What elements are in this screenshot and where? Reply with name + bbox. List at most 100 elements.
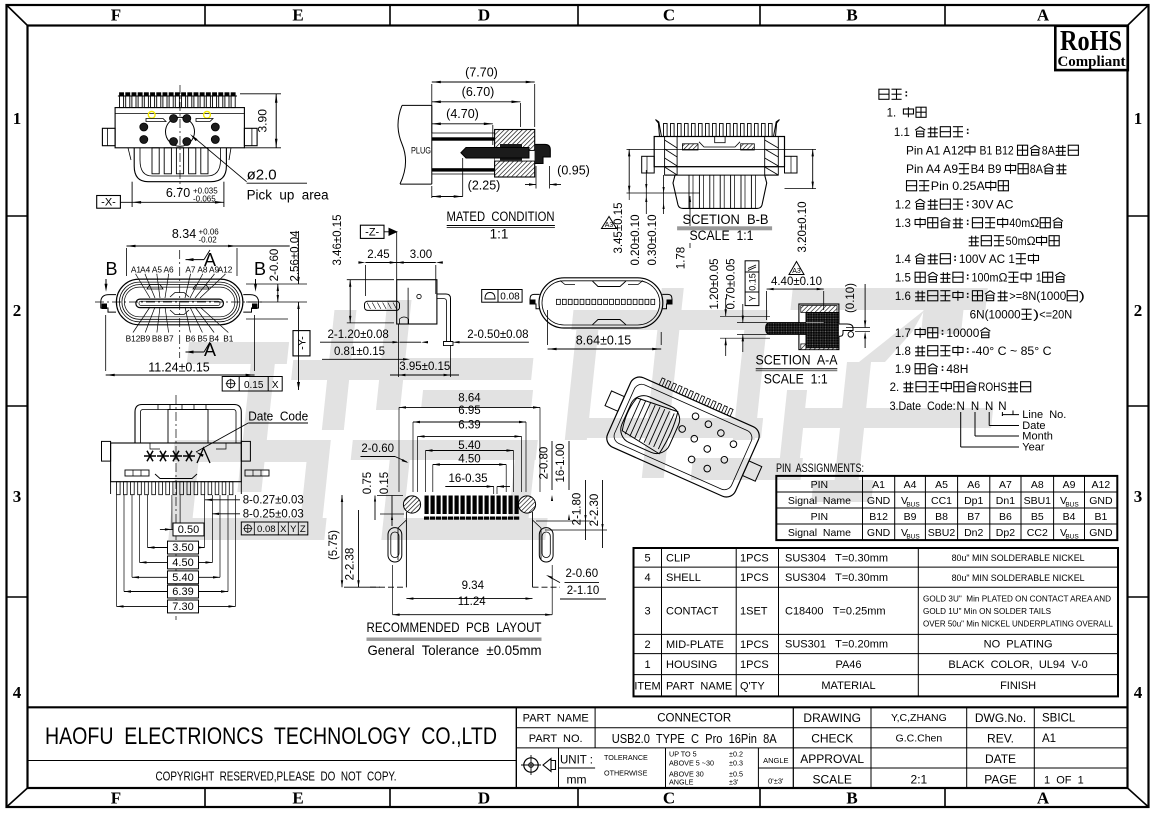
svg-text:(10000: (10000	[985, 310, 1021, 322]
svg-text:CONNECTOR: CONNECTOR	[657, 713, 731, 725]
svg-text:100m: 100m	[972, 273, 999, 285]
svg-text:(6.70): (6.70)	[462, 85, 495, 99]
svg-text:3.45±0.15: 3.45±0.15	[613, 202, 625, 253]
svg-text:A6: A6	[967, 479, 980, 491]
svg-text:(7.70): (7.70)	[465, 66, 498, 80]
svg-text:E: E	[292, 6, 303, 25]
svg-text:+0.035: +0.035	[193, 187, 218, 196]
svg-text:USB2.0 TYPE C Pro 16Pin 8: USB2.0 TYPE C Pro 16Pin 8A	[612, 731, 777, 746]
svg-text:B4 B9: B4 B9	[971, 162, 1005, 176]
svg-text:1PCS: 1PCS	[740, 639, 769, 651]
svg-text:3.20±0.10: 3.20±0.10	[797, 201, 809, 252]
svg-text:GND: GND	[1089, 495, 1113, 507]
svg-text:A3: A3	[792, 268, 801, 275]
svg-text:Pin A4 A9: Pin A4 A9	[906, 162, 958, 176]
svg-text:ROHS: ROHS	[978, 382, 1007, 394]
svg-text:80u" MIN SOLDERABLE NICKEL: 80u" MIN SOLDERABLE NICKEL	[952, 553, 1085, 563]
svg-text:B: B	[846, 6, 857, 25]
svg-text:A8: A8	[197, 265, 208, 275]
svg-text:BUS: BUS	[1065, 501, 1079, 508]
svg-text:): )	[1033, 310, 1039, 322]
svg-text:2: 2	[1134, 301, 1143, 320]
svg-text:0.70±0.05: 0.70±0.05	[726, 258, 738, 309]
svg-text:-Y-: -Y-	[297, 336, 309, 350]
svg-text:X: X	[272, 380, 279, 391]
svg-text:HAOFU ELECTRIONCS TECHNOLOGY: HAOFU ELECTRIONCS TECHNOLOGY CO.,LTD	[45, 723, 497, 750]
svg-text:PAGE: PAGE	[984, 773, 1016, 787]
svg-text:SCALE 1:1: SCALE 1:1	[764, 372, 828, 387]
svg-text:RECOMMENDED PCB LAYOUT: RECOMMENDED PCB LAYOUT	[367, 619, 542, 635]
svg-text:1SET: 1SET	[740, 606, 768, 618]
svg-text:TOLERANCE: TOLERANCE	[604, 753, 648, 762]
svg-text:PLUG: PLUG	[411, 146, 431, 157]
svg-text:-Z-: -Z-	[365, 226, 379, 238]
svg-text:Ω: Ω	[999, 273, 1008, 285]
svg-text:1: 1	[644, 659, 650, 671]
svg-text:±0.3: ±0.3	[729, 759, 743, 768]
svg-text:5: 5	[644, 552, 650, 564]
svg-text:4: 4	[13, 683, 22, 702]
svg-text:(2.25): (2.25)	[468, 179, 501, 193]
svg-text:A: A	[1037, 789, 1050, 808]
svg-text:MATED CONDITION: MATED CONDITION	[447, 209, 555, 224]
svg-text:3: 3	[13, 487, 22, 506]
svg-text:0.08: 0.08	[500, 292, 520, 303]
svg-text:GOLD 1U" Min ON SOLDER TAILS: GOLD 1U" Min ON SOLDER TAILS	[923, 606, 1051, 616]
svg-text:B5: B5	[197, 333, 208, 343]
svg-text:0'±3': 0'±3'	[768, 777, 784, 786]
svg-text:8A: 8A	[1042, 144, 1055, 158]
svg-text:Z: Z	[300, 524, 306, 535]
svg-text:0.75: 0.75	[362, 472, 374, 494]
svg-text:0.81±0.15: 0.81±0.15	[334, 346, 385, 358]
svg-text:BUS: BUS	[1065, 533, 1079, 540]
svg-text:ANGLE: ANGLE	[669, 778, 694, 787]
svg-text:REV.: REV.	[987, 732, 1014, 746]
svg-text:Q'TY: Q'TY	[740, 680, 765, 692]
svg-text:DATE: DATE	[985, 752, 1016, 766]
svg-text:0.20±0.10: 0.20±0.10	[630, 214, 642, 265]
svg-text:11.24: 11.24	[458, 596, 487, 608]
svg-text:(0.95): (0.95)	[557, 164, 590, 178]
svg-text:A9: A9	[209, 265, 220, 275]
svg-text:APPROVAL: APPROVAL	[800, 752, 864, 766]
svg-text:mm: mm	[567, 773, 587, 787]
svg-text:GND: GND	[867, 495, 891, 507]
svg-text:3.00: 3.00	[410, 249, 432, 261]
svg-text:4: 4	[644, 572, 650, 584]
svg-text:N: N	[971, 401, 979, 413]
svg-text:Dp1: Dp1	[964, 495, 983, 507]
svg-text:D: D	[478, 6, 490, 25]
svg-text:F: F	[111, 6, 121, 25]
svg-text:1PCS: 1PCS	[740, 552, 769, 564]
svg-text:NO PLATING: NO PLATING	[984, 639, 1053, 651]
svg-text:G.C.Chen: G.C.Chen	[896, 733, 943, 745]
svg-text:GND: GND	[1089, 527, 1113, 539]
svg-text:50m: 50m	[1006, 236, 1027, 248]
svg-text:CC2: CC2	[1027, 527, 1048, 539]
svg-text:-X-: -X-	[101, 196, 116, 208]
svg-text:3.46±0.15: 3.46±0.15	[332, 214, 344, 265]
svg-text:SCETION A-A: SCETION A-A	[756, 353, 838, 368]
svg-text:PART NO.: PART NO.	[529, 733, 583, 745]
svg-text:1.1: 1.1	[894, 127, 910, 139]
svg-text:Signal Name: Signal Name	[788, 495, 851, 507]
svg-text:4.50: 4.50	[172, 557, 193, 569]
svg-text:COPYRIGHT RESERVED,PLEASE DO: COPYRIGHT RESERVED,PLEASE DO NOT COPY.	[156, 769, 397, 783]
svg-text:8.34: 8.34	[172, 227, 196, 241]
svg-text:3.Date Code:: 3.Date Code:	[890, 401, 956, 413]
svg-text:6.70: 6.70	[166, 186, 190, 200]
svg-text:SBU1: SBU1	[1024, 495, 1052, 507]
svg-text:Year: Year	[1022, 442, 1045, 454]
svg-text:B8: B8	[152, 333, 163, 343]
svg-text:2-2.30: 2-2.30	[589, 494, 601, 527]
svg-text:Dp2: Dp2	[996, 527, 1015, 539]
svg-text:B: B	[105, 259, 117, 279]
svg-text:2-1.20±0.08: 2-1.20±0.08	[328, 329, 389, 341]
svg-text:C18400 T=0.25mm: C18400 T=0.25mm	[785, 606, 886, 618]
svg-text:-0.065: -0.065	[193, 195, 216, 204]
svg-text:30V AC: 30V AC	[972, 199, 1014, 211]
svg-text:-0.02: -0.02	[199, 236, 218, 245]
svg-text:2.: 2.	[890, 382, 900, 394]
svg-text:Date Code: Date Code	[248, 409, 308, 424]
svg-text:FINISH: FINISH	[1000, 680, 1036, 692]
